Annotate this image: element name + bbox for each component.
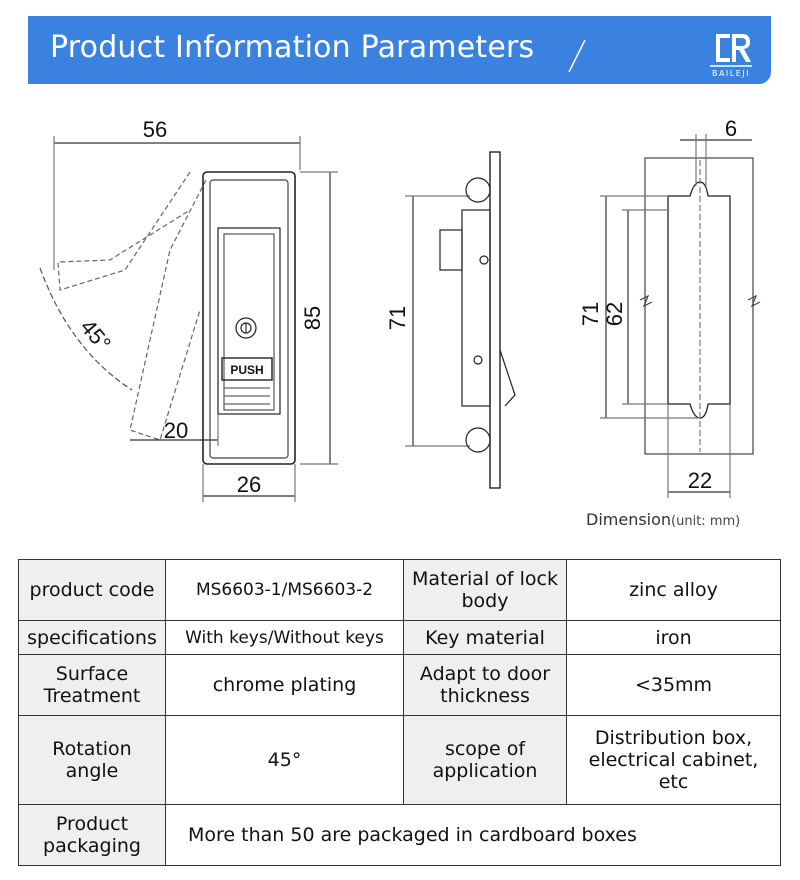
header-banner: Product Information Parameters BAILEJI [28, 16, 771, 84]
side-view-drawing [405, 151, 516, 489]
specifications-table: product code MS6603-1/MS6603-2 Material … [18, 558, 781, 867]
value-surface-treatment: chrome plating [165, 653, 404, 717]
value-rotation-angle: 45° [165, 715, 404, 805]
table-row: Rotation angle 45° scope of application … [18, 715, 781, 805]
technical-drawings: 56 85 45° 20 26 71 6 71 62 22 PUSH [39, 116, 761, 502]
dim-label-offset: 20 [164, 418, 188, 443]
dimension-label: Dimension [586, 510, 672, 529]
label-key-material: Key material [403, 620, 567, 655]
value-scope-of-application: Distribution box, electrical cabinet, et… [566, 715, 781, 805]
push-button-label: PUSH [230, 363, 263, 377]
label-scope-of-application: scope of application [403, 715, 567, 805]
label-door-thickness: Adapt to door thickness [403, 653, 567, 717]
dimension-caption: Dimension(unit: mm) [586, 510, 740, 529]
table-row: specifications With keys/Without keys Ke… [18, 620, 781, 655]
value-lock-body-material: zinc alloy [566, 558, 781, 622]
label-product-packaging: Product packaging [18, 803, 166, 867]
table-row: Product packaging More than 50 are packa… [18, 803, 781, 867]
dim-label-front-height: 85 [300, 306, 325, 330]
front-view-drawing [39, 136, 338, 502]
brand-logo-text: BAILEJI [711, 69, 751, 78]
dim-label-rotation-angle: 45° [75, 314, 116, 356]
value-specifications: With keys/Without keys [165, 620, 404, 655]
dim-label-front-width: 56 [143, 117, 167, 142]
brand-logo-icon [710, 34, 752, 67]
label-specifications: specifications [18, 620, 166, 655]
value-product-packaging: More than 50 are packaged in cardboard b… [165, 803, 781, 867]
dimension-unit: (unit: mm) [671, 514, 741, 529]
label-rotation-angle: Rotation angle [18, 715, 166, 805]
dim-label-cutout-width: 22 [688, 468, 712, 493]
value-key-material: iron [566, 620, 781, 655]
dim-label-front-bottom-width: 26 [237, 472, 261, 497]
table-row: product code MS6603-1/MS6603-2 Material … [18, 558, 781, 622]
panel-cutout-drawing [600, 134, 761, 498]
dim-label-side-height: 71 [385, 306, 410, 330]
table-row: Surface Treatment chrome plating Adapt t… [18, 653, 781, 717]
label-lock-body-material: Material of lock body [403, 558, 567, 622]
label-product-code: product code [18, 558, 166, 622]
value-product-code: MS6603-1/MS6603-2 [165, 558, 404, 622]
page-title: Product Information Parameters [50, 30, 535, 65]
slash-decoration [568, 39, 586, 73]
label-surface-treatment: Surface Treatment [18, 653, 166, 717]
dim-label-slot-width: 6 [725, 116, 737, 141]
dim-label-cutout-outer-height: 71 [578, 302, 603, 326]
dim-label-cutout-inner-height: 62 [602, 302, 627, 326]
value-door-thickness: <35mm [566, 653, 781, 717]
